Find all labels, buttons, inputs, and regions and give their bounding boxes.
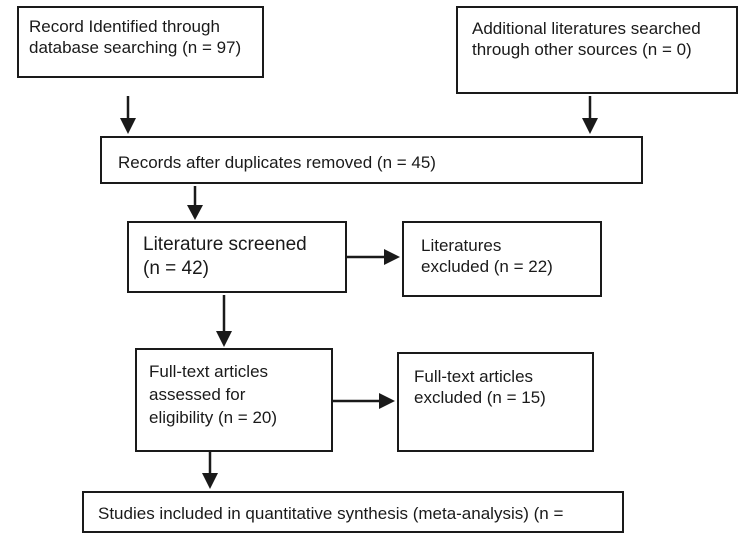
included-studies-box: Studies included in quantitative synthes… [82,491,624,533]
additional-sources-box: Additional literatures searched through … [456,6,738,94]
full-text-assessed-box: Full-text articles assessed for eligibil… [135,348,333,452]
full-text-assessed-line-1: Full-text articles [149,362,269,381]
arrowhead-full-text-excluded [379,393,395,409]
screened-line-2: (n = 42) [143,258,210,279]
full-text-excluded-box: Full-text articles excluded (n = 15) [397,352,594,452]
full-text-assessed-line-3: eligibility (n = 20) [149,408,278,427]
excluded-screening-line-2: excluded (n = 22) [421,257,553,276]
identified-records-line-2: database searching (n = 97) [29,38,242,57]
screened-box: Literature screened (n = 42) [127,221,347,293]
arrowhead-additional [582,118,598,134]
arrowhead-included [202,473,218,489]
identified-records-line-1: Record Identified through [29,17,220,36]
arrowhead-screened-excluded [384,249,400,265]
full-text-excluded-line-2: excluded (n = 15) [414,388,546,407]
included-studies-line-1: Studies included in quantitative synthes… [98,504,564,523]
excluded-screening-box: Literatures excluded (n = 22) [402,221,602,297]
arrowhead-screened-full-text [216,331,232,347]
arrowhead-duplicates [187,205,203,220]
additional-sources-line-2: through other sources (n = 0) [472,40,692,59]
duplicates-removed-line-1: Records after duplicates removed (n = 45… [118,153,436,172]
screened-line-1: Literature screened [143,234,307,255]
full-text-assessed-line-2: assessed for [149,385,246,404]
full-text-excluded-line-1: Full-text articles [414,367,534,386]
arrowhead-identified [120,118,136,134]
identified-records-box: Record Identified through database searc… [17,6,264,78]
additional-sources-line-1: Additional literatures searched [472,19,701,38]
duplicates-removed-box: Records after duplicates removed (n = 45… [100,136,643,184]
excluded-screening-line-1: Literatures [421,236,502,255]
